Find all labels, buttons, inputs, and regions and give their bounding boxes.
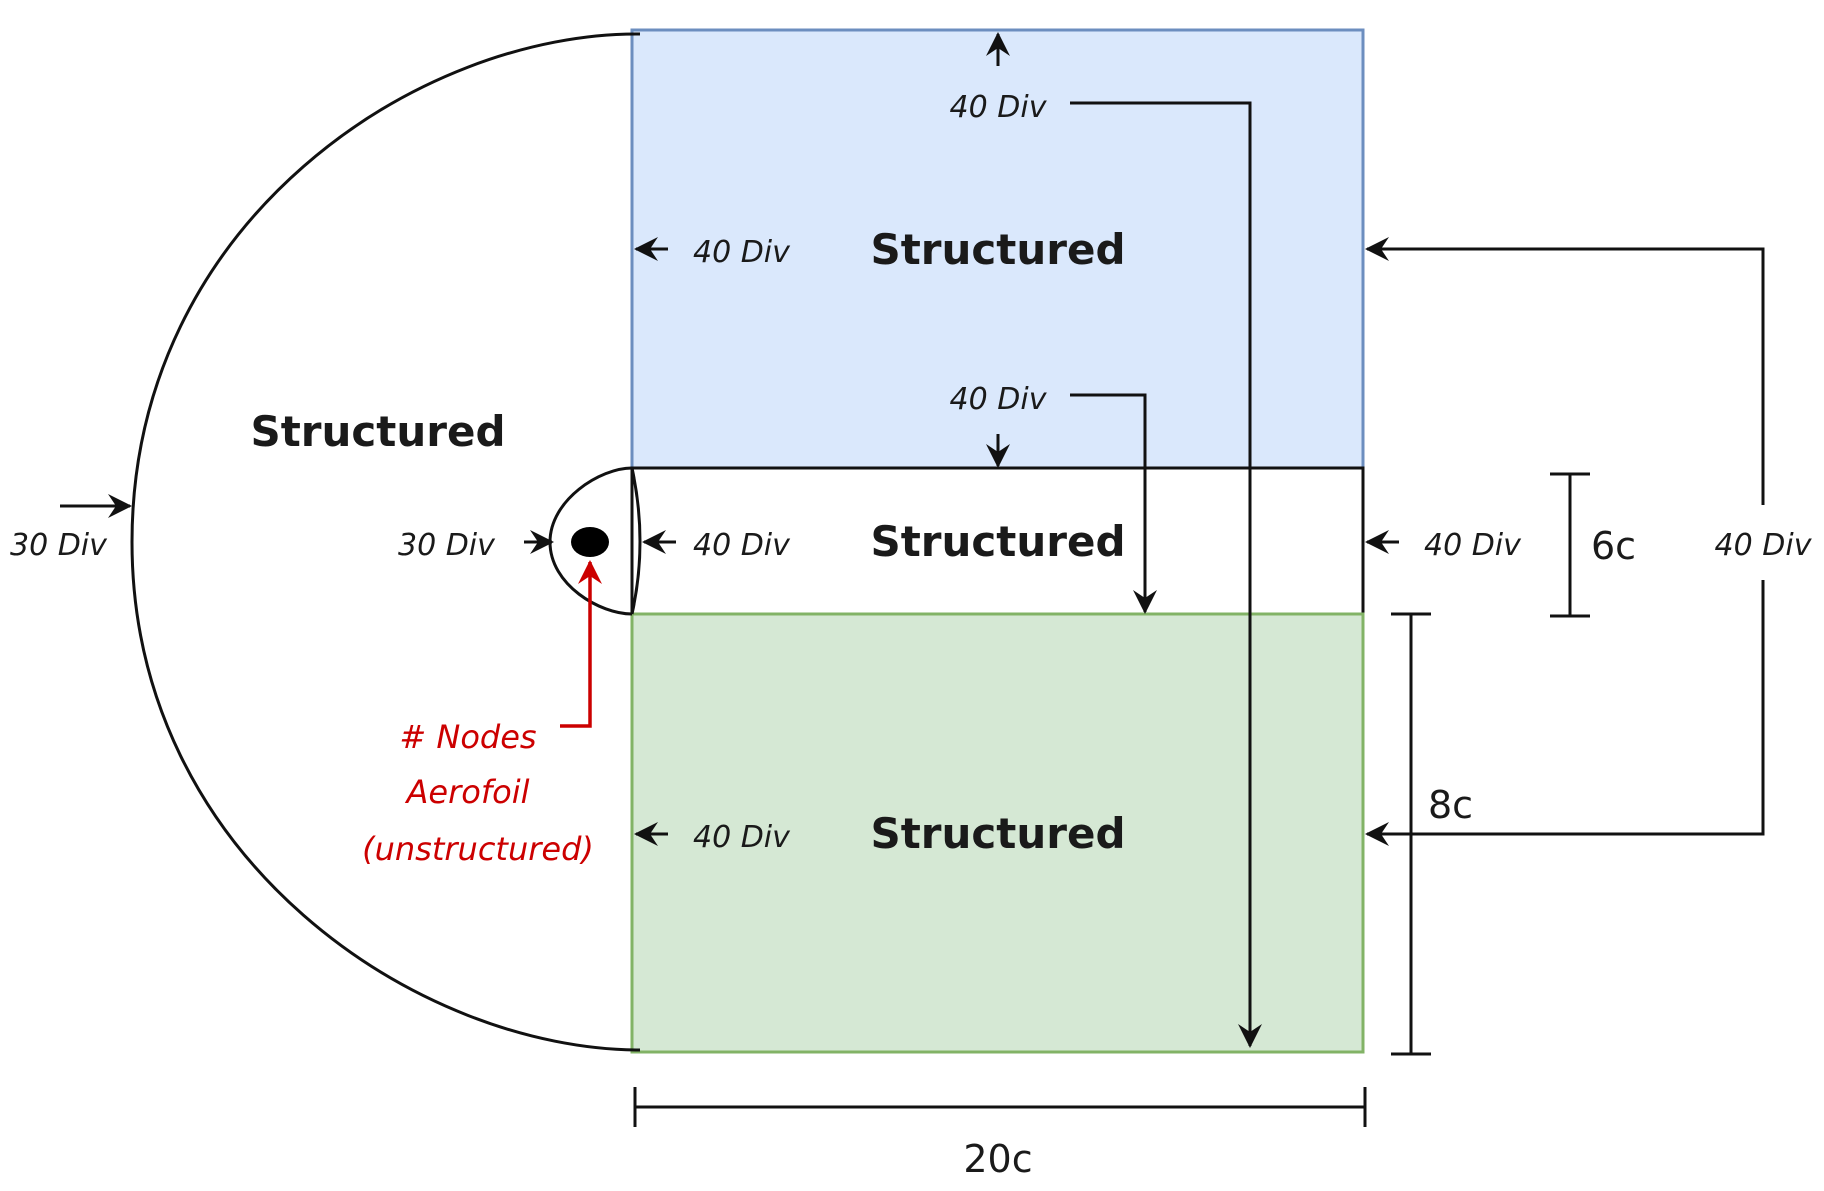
top-left-div-label: 40 Div [693,235,791,270]
middle-region [630,466,1365,616]
outer-arc [130,32,641,1052]
bottom-left-div-label: 40 Div [693,820,791,855]
middle-height-dimension-label: 6c [1591,524,1636,568]
inner-arc-div-label: 30 Div [398,528,496,563]
far-right-div-label: 40 Div [1715,528,1813,563]
middle-left-div-label: 40 Div [693,528,791,563]
far-right-upper-connector [1365,237,1765,505]
aerofoil-node [571,527,609,557]
far-right-lower-connector [1365,580,1765,846]
inner-arc-right [630,467,642,615]
aerofoil-note-line3: (unstructured) [362,830,594,868]
bottom-height-dimension-label: 8c [1428,783,1473,827]
middle-right-div-label: 40 Div [1424,528,1522,563]
bottom-region-label: Structured [870,809,1125,858]
aerofoil-note-line2: Aerofoil [405,773,530,811]
aerofoil-note-line1: # Nodes [399,718,536,756]
outer-arc-div-label: 30 Div [10,528,108,563]
aerofoil-pointer [560,560,602,728]
top-to-bottom-connector [1070,101,1262,1048]
bottom-region [630,612,1365,1054]
middle-region-label: Structured [870,517,1125,566]
top-region-label: Structured [870,225,1125,274]
width-dimension-label: 20c [963,1137,1032,1181]
semicircle-region-label: Structured [250,407,505,456]
top-edge-div-label: 40 Div [950,90,1048,125]
middle-divider-connector [1070,393,1157,614]
top-bottom-div-label: 40 Div [950,382,1048,417]
